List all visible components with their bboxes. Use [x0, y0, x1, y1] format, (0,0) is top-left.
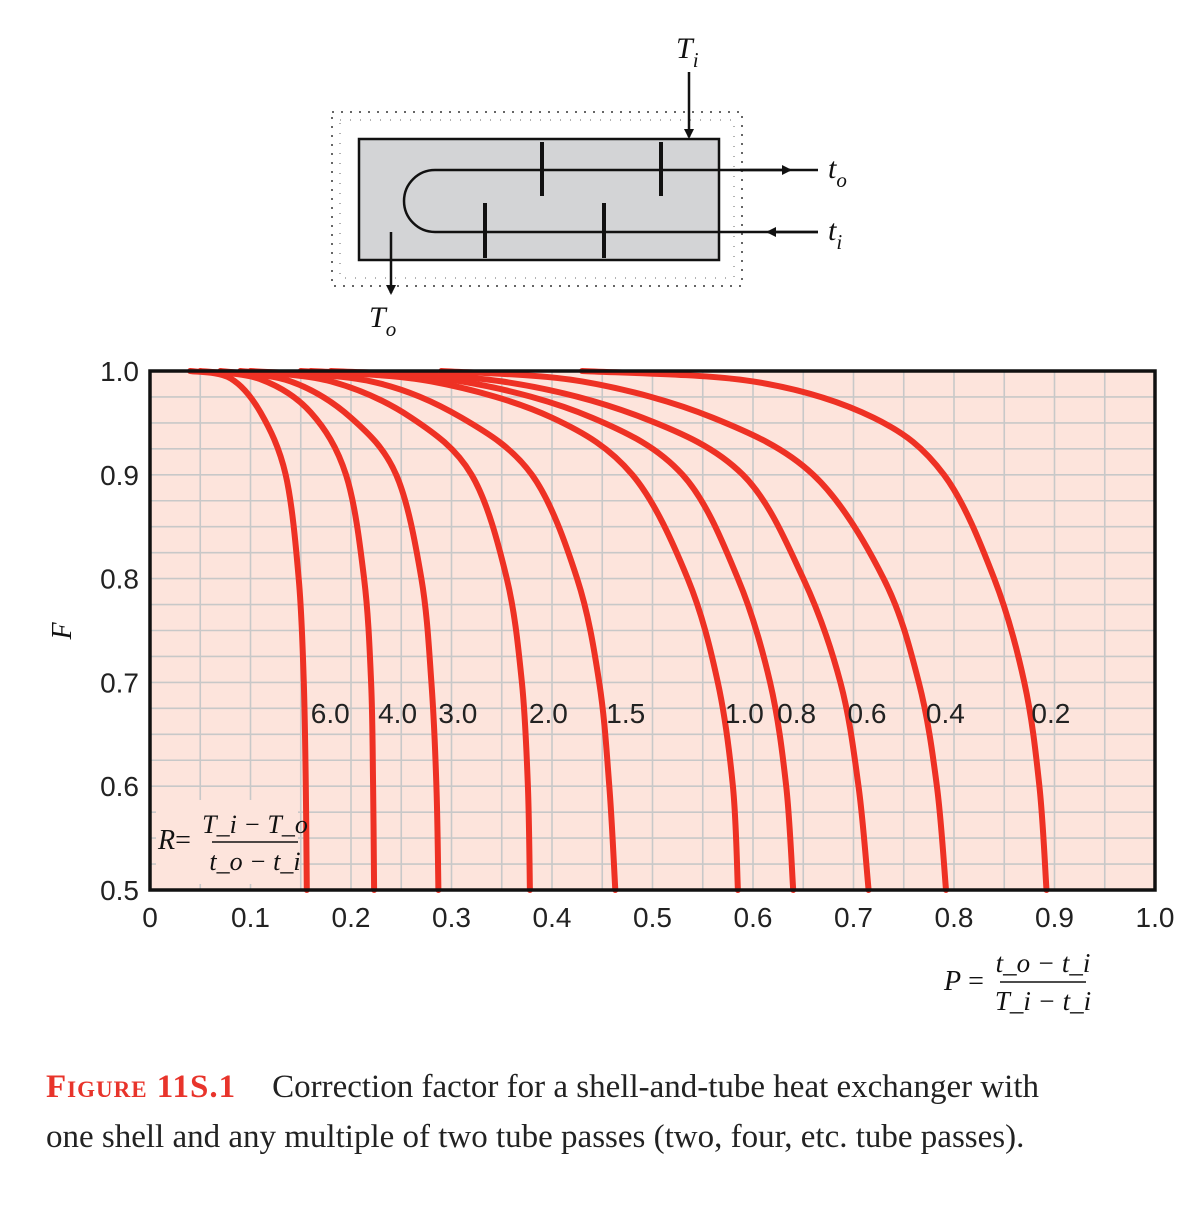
caption-text: Correction factor for a shell-and-tube h… [46, 1069, 1040, 1155]
curve-r-6.0 [187, 368, 310, 893]
grid [150, 371, 1155, 890]
curve-r-0.6 [327, 368, 872, 893]
r-parameter-formula: R= T_i − T_o t_o − t_i [156, 800, 308, 884]
tube-path [402, 168, 818, 234]
label-t-in: ti [828, 214, 842, 254]
chart: 6.0 4.0 3.0 2.0 1.5 1.0 0.8 0.6 0.4 0.2 0 0.1 0.2 0.… [47, 356, 1174, 1016]
curves [187, 368, 1050, 893]
p-numerator: t_o − t_i [996, 948, 1091, 978]
x-axis-ticks: 0 0.1 0.2 0.3 0.4 0.5 0.6 0.7 0.8 0.9 1.0 [142, 902, 1174, 933]
y-tick-label: 0.9 [100, 460, 139, 491]
x-tick-label: 1.0 [1136, 902, 1175, 933]
curve-r-0.4 [438, 368, 949, 893]
y-tick-label: 0.5 [100, 875, 139, 906]
heat-exchanger-diagram: Ti To to ti [331, 32, 847, 341]
x-tick-label: 0.6 [734, 902, 773, 933]
label-T-out: To [369, 301, 396, 341]
plot-frame [148, 369, 1157, 892]
shell-body [357, 137, 721, 262]
curve-label: 6.0 [311, 698, 350, 729]
x-tick-label: 0.8 [935, 902, 974, 933]
label-t-out: to [828, 152, 847, 192]
x-tick-label: 0.7 [834, 902, 873, 933]
x-tick-label: 0.3 [432, 902, 471, 933]
curve-label: 4.0 [378, 698, 417, 729]
x-tick-label: 0 [142, 902, 158, 933]
curve-label: 0.8 [777, 698, 816, 729]
curve-label: 0.2 [1031, 698, 1070, 729]
y-tick-label: 1.0 [100, 356, 139, 387]
curve-r-3.0 [217, 368, 442, 893]
curve-label: 0.4 [926, 698, 965, 729]
x-tick-label: 0.5 [633, 902, 672, 933]
curve-r-0.2 [579, 368, 1050, 893]
y-tick-label: 0.7 [100, 667, 139, 698]
label-T-in: Ti [676, 32, 699, 72]
curve-labels: 6.0 4.0 3.0 2.0 1.5 1.0 0.8 0.6 0.4 0.2 [311, 698, 1071, 729]
curve-label: 3.0 [438, 698, 477, 729]
curve-r-2.0 [237, 368, 533, 893]
r-lhs: R= [157, 825, 191, 856]
curve-label: 0.6 [848, 698, 887, 729]
x-tick-label: 0.1 [231, 902, 270, 933]
curve-r-1.0 [297, 368, 741, 893]
curve-r-0.8 [307, 368, 797, 893]
r-numerator: T_i − T_o [202, 810, 308, 839]
p-lhs: P = [943, 966, 984, 997]
x-tick-label: 0.2 [332, 902, 371, 933]
y-axis-label: F [47, 622, 78, 641]
p-denominator: T_i − t_i [995, 986, 1091, 1016]
curve-label: 2.0 [529, 698, 568, 729]
y-axis-ticks: 0.5 0.6 0.7 0.8 0.9 1.0 [100, 356, 139, 906]
p-axis-formula: P = t_o − t_i T_i − t_i [943, 948, 1091, 1016]
curve-r-4.0 [197, 368, 378, 893]
insulation-border [331, 111, 743, 287]
x-tick-label: 0.9 [1035, 902, 1074, 933]
curve-label: 1.5 [606, 698, 645, 729]
y-tick-label: 0.8 [100, 564, 139, 595]
curve-label: 1.0 [725, 698, 764, 729]
figure-number: Figure 11S.1 [46, 1069, 237, 1105]
curve-r-1.5 [247, 368, 619, 893]
x-tick-label: 0.4 [533, 902, 572, 933]
r-denominator: t_o − t_i [209, 847, 300, 876]
y-tick-label: 0.6 [100, 771, 139, 802]
